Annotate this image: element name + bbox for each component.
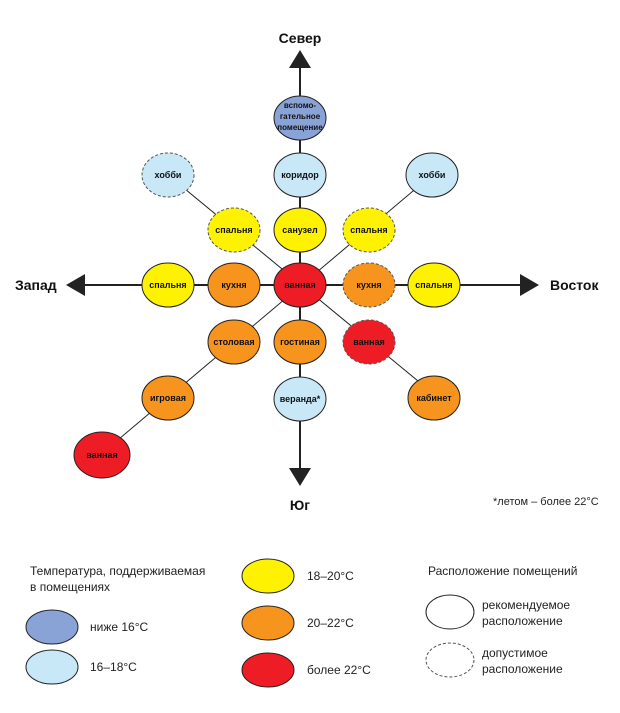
legend-swatch-below16 xyxy=(25,609,79,645)
room-playroom: игровая xyxy=(141,375,195,421)
svg-text:хобби: хобби xyxy=(155,170,182,180)
svg-text:спальня: спальня xyxy=(215,225,252,235)
legend-swatch-20-22 xyxy=(241,605,295,641)
legend-label-recommended-line1: рекомендуемое xyxy=(482,598,570,612)
east-arrowhead xyxy=(520,274,539,296)
legend-swatch-allowed xyxy=(425,642,475,678)
svg-text:веранда*: веранда* xyxy=(280,394,321,404)
legend-swatch-18-20 xyxy=(241,558,295,594)
room-bedroom-east: спальня xyxy=(407,262,461,308)
legend-temperature-title-line2: в помещениях xyxy=(30,580,110,594)
svg-text:столовая: столовая xyxy=(213,337,254,347)
room-bedroom-nw: спальня xyxy=(207,207,261,253)
legend-swatch-above22 xyxy=(241,652,295,688)
room-bathroom-se: ванная xyxy=(342,319,396,365)
svg-text:гательное: гательное xyxy=(280,112,321,121)
north-label: Север xyxy=(279,30,322,46)
svg-text:вспомо-: вспомо- xyxy=(284,101,316,110)
legend-temperature-title-line1: Температура, поддерживаемая xyxy=(30,564,205,578)
svg-text:коридор: коридор xyxy=(281,170,319,180)
room-dining: столовая xyxy=(207,319,261,365)
room-bedroom-ne: спальня xyxy=(342,207,396,253)
room-study: кабинет xyxy=(407,375,461,421)
legend-label-18-20: 18–20°С xyxy=(307,569,354,583)
room-bathroom-center: ванная xyxy=(273,262,327,308)
south-label: Юг xyxy=(290,497,310,513)
legend-placement: Расположение помещений рекомендуемое рас… xyxy=(425,564,577,678)
south-arrowhead xyxy=(289,468,311,486)
room-auxiliary: вспомо- гательное помещение xyxy=(273,95,327,141)
room-kitchen-east: кухня xyxy=(342,262,396,308)
svg-text:ванная: ванная xyxy=(86,450,118,460)
svg-text:санузел: санузел xyxy=(282,225,318,235)
svg-text:ванная: ванная xyxy=(353,337,385,347)
svg-text:спальня: спальня xyxy=(350,225,387,235)
room-kitchen-west: кухня xyxy=(207,262,261,308)
svg-text:гостиная: гостиная xyxy=(280,337,320,347)
legend-swatch-recommended xyxy=(425,594,475,630)
legend-swatch-16-18 xyxy=(25,649,79,685)
room-hobby-left: хобби xyxy=(141,152,195,198)
legend-label-allowed-line2: расположение xyxy=(482,662,563,676)
room-hobby-right: хобби xyxy=(405,152,459,198)
svg-text:спальня: спальня xyxy=(415,280,452,290)
svg-text:ванная: ванная xyxy=(284,280,316,290)
east-label: Восток xyxy=(550,277,599,293)
legend-label-20-22: 20–22°С xyxy=(307,616,354,630)
legend-label-allowed-line1: допустимое xyxy=(482,646,548,660)
room-living: гостиная xyxy=(273,319,327,365)
room-bathroom-north: санузел xyxy=(273,207,327,253)
legend-label-above22: более 22°С xyxy=(307,663,371,677)
svg-text:кухня: кухня xyxy=(356,280,381,290)
room-bedroom-west: спальня xyxy=(141,262,195,308)
room-bathroom-sw: ванная xyxy=(73,431,131,479)
svg-text:хобби: хобби xyxy=(419,170,446,180)
west-arrowhead xyxy=(66,274,85,296)
svg-text:спальня: спальня xyxy=(149,280,186,290)
svg-text:кухня: кухня xyxy=(221,280,246,290)
svg-text:помещение: помещение xyxy=(277,123,323,132)
veranda-note: *летом – более 22°С xyxy=(493,496,599,508)
west-label: Запад xyxy=(15,277,57,293)
legend-placement-title: Расположение помещений xyxy=(428,564,577,578)
legend-temperature: Температура, поддерживаемая в помещениях… xyxy=(25,558,371,688)
svg-text:кабинет: кабинет xyxy=(416,393,452,403)
room-veranda: веранда* xyxy=(273,376,327,422)
svg-text:игровая: игровая xyxy=(150,393,186,403)
north-arrowhead xyxy=(289,50,311,68)
legend-label-below16: ниже 16°С xyxy=(90,620,149,634)
legend-label-recommended-line2: расположение xyxy=(482,614,563,628)
room-corridor: коридор xyxy=(273,152,327,198)
legend-label-16-18: 16–18°С xyxy=(90,660,137,674)
